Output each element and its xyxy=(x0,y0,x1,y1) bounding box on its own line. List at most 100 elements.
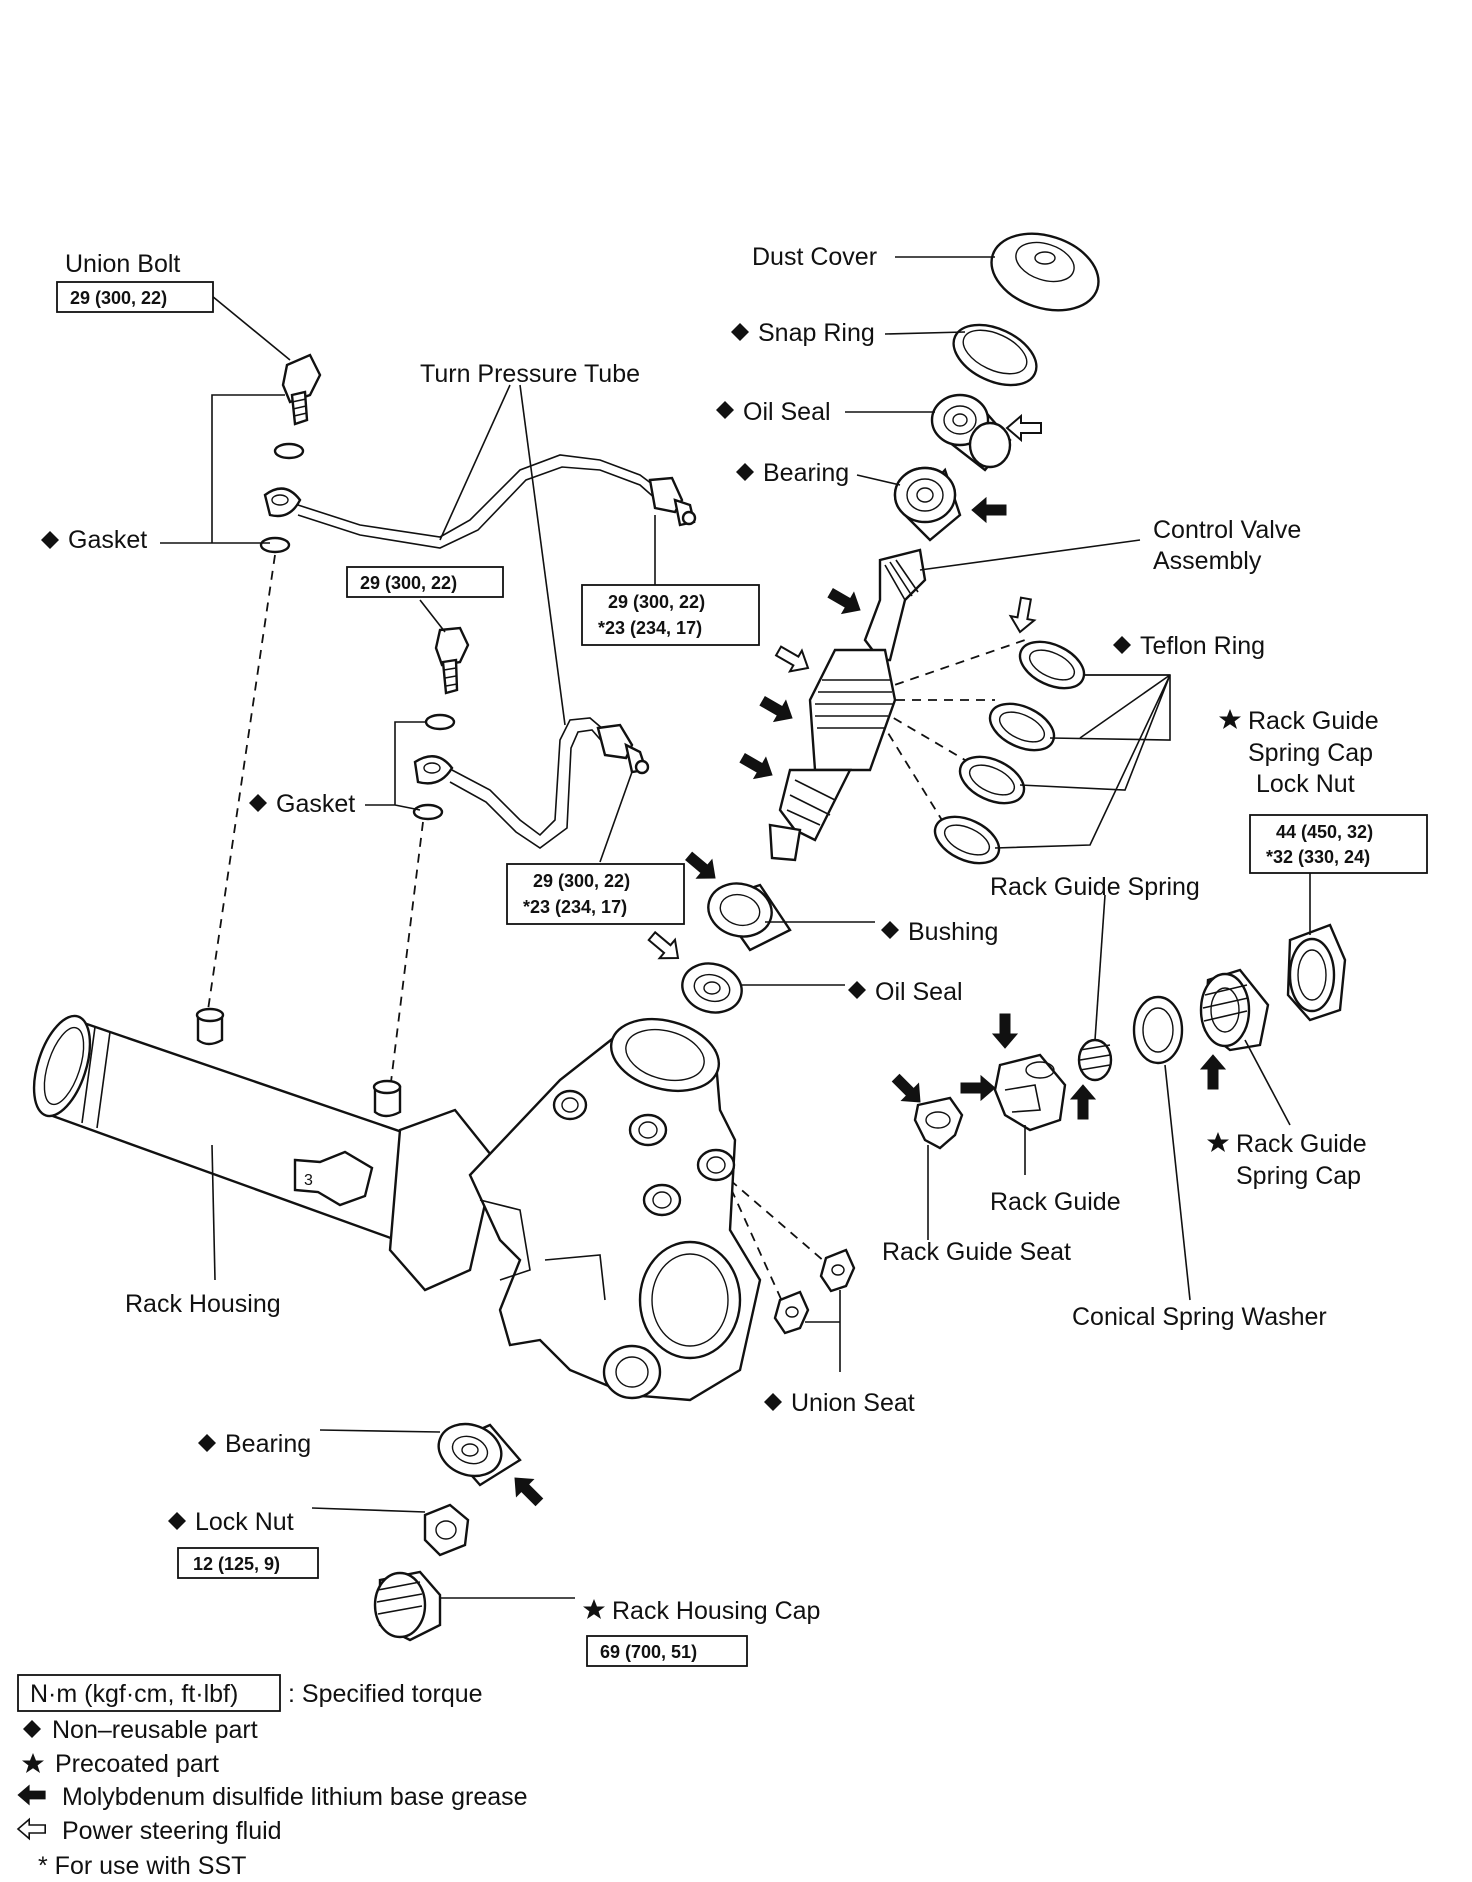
rack-guide-spring-cap-lock-nut-part xyxy=(1286,923,1347,1022)
grease-arrow-bearing-top xyxy=(971,497,1007,523)
leader-rack-guide-spring-cap xyxy=(1244,1039,1291,1126)
dash-union-seat-2 xyxy=(729,1179,833,1269)
label-rgsc-2: Spring Cap xyxy=(1236,1162,1361,1190)
label-gasket-1: Gasket xyxy=(68,526,147,554)
grease-arrow-bushing xyxy=(680,846,724,888)
label-rack-housing-cap: Rack Housing Cap xyxy=(612,1597,820,1625)
grease-arrow-spring xyxy=(1070,1084,1096,1120)
star-icon xyxy=(1207,1132,1229,1152)
grease-arrow-rack-guide-side xyxy=(960,1075,996,1101)
label-turn-pressure-tube: Turn Pressure Tube xyxy=(420,360,640,388)
grease-arrow-icon xyxy=(17,1785,46,1805)
star-icon xyxy=(1219,709,1241,729)
leader-torque-tube-low xyxy=(599,771,633,863)
dash-gasket-to-housing-mid xyxy=(389,821,424,1091)
oil-seal-mid-part xyxy=(681,962,743,1014)
oil-seal-top-part xyxy=(930,393,1012,472)
label-control-valve-2: Assembly xyxy=(1153,547,1262,575)
label-dust-cover: Dust Cover xyxy=(752,243,877,271)
bearing-top-part xyxy=(893,466,962,542)
torque-rgscln-1: 44 (450, 32) xyxy=(1276,822,1373,842)
grease-arrow-rack-guide-top xyxy=(992,1013,1018,1049)
rack-housing-part: 3 xyxy=(32,1007,762,1402)
rack-guide-spring-part xyxy=(1077,1038,1113,1082)
leader-gasket-top xyxy=(160,394,285,544)
gasket-top-1 xyxy=(273,442,305,460)
diamond-icon xyxy=(731,323,749,341)
leader-lock-nut xyxy=(311,1507,426,1513)
legend-grease: Molybdenum disulfide lithium base grease xyxy=(62,1783,528,1811)
label-union-seat: Union Seat xyxy=(791,1389,915,1417)
leader-gasket-mid xyxy=(365,721,425,811)
fluid-arrow-valve-2 xyxy=(771,639,815,680)
diamond-icon xyxy=(23,1720,41,1738)
housing-tab-number: 3 xyxy=(304,1172,313,1189)
leader-control-valve xyxy=(919,539,1141,571)
rack-guide-part xyxy=(993,1053,1067,1132)
teflon-ring-2-part xyxy=(988,702,1056,752)
legend-sst: * For use with SST xyxy=(38,1852,246,1880)
torque-tube-low-2: *23 (234, 17) xyxy=(523,897,627,917)
rack-guide-spring-cap-part xyxy=(1199,968,1270,1052)
legend-torque-desc: : Specified torque xyxy=(288,1680,483,1708)
grease-arrow-valve-1 xyxy=(824,582,867,621)
label-bushing: Bushing xyxy=(908,918,998,946)
fluid-arrow-oil-seal-mid xyxy=(643,925,687,969)
label-oil-seal-mid: Oil Seal xyxy=(875,978,963,1006)
turn-pressure-tube-upper xyxy=(263,454,697,549)
diamond-icon xyxy=(198,1434,216,1452)
label-teflon-ring: Teflon Ring xyxy=(1140,632,1265,660)
legend-torque-box xyxy=(17,1674,281,1712)
diamond-icon xyxy=(41,531,59,549)
leader-teflon-rings xyxy=(994,674,1171,849)
leader-bearing-bottom xyxy=(319,1429,441,1433)
star-icon xyxy=(583,1599,605,1619)
diamond-icon xyxy=(764,1393,782,1411)
label-control-valve-1: Control Valve xyxy=(1153,516,1301,544)
teflon-ring-1-part xyxy=(1018,640,1086,690)
label-union-bolt: Union Bolt xyxy=(65,250,180,278)
label-rgsc-1: Rack Guide xyxy=(1236,1130,1367,1158)
diamond-icon xyxy=(168,1512,186,1530)
torque-box-union-bolt xyxy=(56,281,214,313)
diamond-icon xyxy=(1113,636,1131,654)
torque-tube-top-2: *23 (234, 17) xyxy=(598,618,702,638)
torque-box-rack-housing-cap xyxy=(586,1635,748,1667)
leader-turn-pressure-1 xyxy=(439,384,511,541)
torque-box-lock-nut xyxy=(177,1547,319,1579)
grease-arrow-valve-4 xyxy=(736,747,779,786)
label-lock-nut: Lock Nut xyxy=(195,1508,294,1536)
label-rgscln-1: Rack Guide xyxy=(1248,707,1379,735)
conical-spring-washer-part xyxy=(1132,995,1184,1065)
middle-union-bolt-part xyxy=(434,626,470,695)
label-rgscln-3: Lock Nut xyxy=(1256,770,1355,798)
grease-arrow-valve-3 xyxy=(756,690,799,729)
label-rack-housing: Rack Housing xyxy=(125,1290,281,1318)
gasket-mid-2 xyxy=(412,803,444,821)
grease-arrow-spring-cap xyxy=(1200,1054,1226,1090)
torque-rack-housing-cap: 69 (700, 51) xyxy=(600,1642,697,1662)
diamond-icon xyxy=(848,981,866,999)
leader-teflon-bracket xyxy=(1049,674,1171,741)
label-gasket-2: Gasket xyxy=(276,790,355,818)
torque-box-tube-top xyxy=(581,584,760,646)
label-conical-spring-washer: Conical Spring Washer xyxy=(1072,1303,1327,1331)
torque-box-mid-bolt xyxy=(346,566,504,598)
teflon-ring-4-part xyxy=(933,815,1001,865)
torque-union-bolt: 29 (300, 22) xyxy=(70,288,167,308)
fluid-arrow-oil-seal-top xyxy=(1006,415,1042,441)
dash-teflon-3 xyxy=(879,709,966,761)
diamond-icon xyxy=(736,463,754,481)
torque-box-tube-low xyxy=(506,863,685,925)
union-bolt-part xyxy=(281,353,322,426)
torque-box-rgscln xyxy=(1249,814,1428,874)
label-bearing-top: Bearing xyxy=(763,459,849,487)
dash-gasket-to-housing-left xyxy=(207,554,276,1011)
rack-guide-seat-part xyxy=(913,1096,964,1150)
snap-ring-part xyxy=(952,323,1038,387)
torque-tube-top-1: 29 (300, 22) xyxy=(608,592,705,612)
leader-conical-washer xyxy=(1164,1064,1191,1301)
leader-turn-pressure-2 xyxy=(519,384,566,726)
leader-bearing-top xyxy=(856,474,901,486)
label-bearing-bottom: Bearing xyxy=(225,1430,311,1458)
